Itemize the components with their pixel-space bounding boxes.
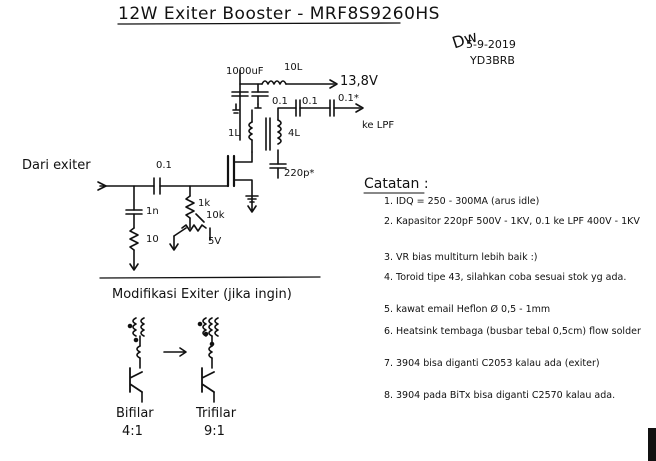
- label-cap-1000uf: 1000uF: [226, 66, 264, 77]
- inductor-10l: [261, 80, 287, 85]
- resistor-10: [129, 227, 139, 251]
- trifilar-transistor: [201, 367, 215, 393]
- cap-1000uf: [231, 91, 249, 97]
- divider-line: [99, 276, 321, 279]
- bifilar-coil-a: [132, 317, 137, 337]
- date-text: 5-9-2019: [466, 38, 516, 51]
- cap-01-input: [153, 177, 161, 195]
- label-inductor-4l: 4L: [288, 128, 300, 139]
- label-resistor-1k: 1k: [198, 198, 211, 209]
- bifilar-ratio: 4:1: [122, 424, 143, 439]
- note-item-4: 4.Toroid tipe 43, silahkan coba sesuai s…: [384, 272, 627, 283]
- output-arrow: [355, 103, 364, 113]
- note-item-8: 8.3904 pada BiTx bisa diganti C2570 kala…: [384, 390, 616, 401]
- label-resistor-10: 10: [146, 234, 159, 245]
- bifilar-transistor: [129, 367, 143, 393]
- label-supply: 13,8V: [340, 74, 378, 89]
- label-cap-01-input: 0.1: [156, 160, 172, 171]
- label-inductor-1l: 1L: [228, 128, 240, 139]
- label-cap-1n: 1n: [146, 206, 159, 217]
- resistor-1k: [185, 195, 195, 219]
- trifilar-ratio: 9:1: [204, 424, 225, 439]
- label-cap-01-c: 0.1*: [338, 93, 359, 104]
- callsign-text: YD3BRB: [470, 54, 515, 67]
- note-item-2: 2.Kapasitor 220pF 500V - 1KV, 0.1 ke LPF…: [384, 216, 640, 227]
- transformer-core: [265, 117, 271, 151]
- label-cap-01-b: 0.1: [302, 96, 318, 107]
- label-to-lpf: ke LPF: [362, 120, 395, 131]
- ground-arrow-left: [129, 263, 139, 271]
- vr-10k: [181, 224, 207, 232]
- input-arrow: [97, 181, 107, 191]
- note-item-6: 6.Heatsink tembaga (busbar tebal 0,5cm) …: [384, 326, 641, 337]
- label-inductor-10l: 10L: [284, 62, 303, 73]
- label-bias-5v: 5V: [208, 236, 222, 247]
- trifilar-label: Trifilar: [196, 406, 237, 421]
- inductor-1l: [248, 121, 253, 141]
- title-underline: [117, 22, 401, 25]
- label-cap-220p: 220p*: [284, 168, 315, 179]
- bifilar-label: Bifilar: [116, 406, 154, 421]
- supply-arrow: [329, 79, 338, 89]
- scan-edge-mark: [648, 428, 656, 461]
- modification-heading: Modifikasi Exiter (jika ingin): [112, 287, 292, 302]
- note-item-1: 1.IDQ = 250 - 300MA (arus idle): [384, 196, 540, 207]
- note-item-5: 5.kawat email Heflon Ø 0,5 - 1mm: [384, 304, 551, 315]
- note-item-3: 3.VR bias multiturn lebih baik :): [384, 252, 538, 263]
- page-title: 12W Exiter Booster - MRF8S9260HS: [118, 4, 440, 24]
- mod-arrow: [163, 347, 187, 357]
- label-cap-01-a: 0.1: [272, 96, 288, 107]
- ground-arrow-vr: [169, 243, 179, 251]
- ground-b: [254, 103, 262, 109]
- label-vr-10k: 10k: [206, 210, 225, 221]
- cap-01-a: [251, 91, 269, 97]
- notes-heading: Catatan :: [364, 176, 429, 192]
- trifilar-coil-a: [202, 317, 207, 337]
- label-input: Dari exiter: [22, 158, 91, 173]
- ground-a: [232, 103, 240, 114]
- note-item-7: 7.3904 bisa diganti C2053 kalau ada (exi…: [384, 358, 600, 369]
- inductor-4l: [277, 119, 282, 145]
